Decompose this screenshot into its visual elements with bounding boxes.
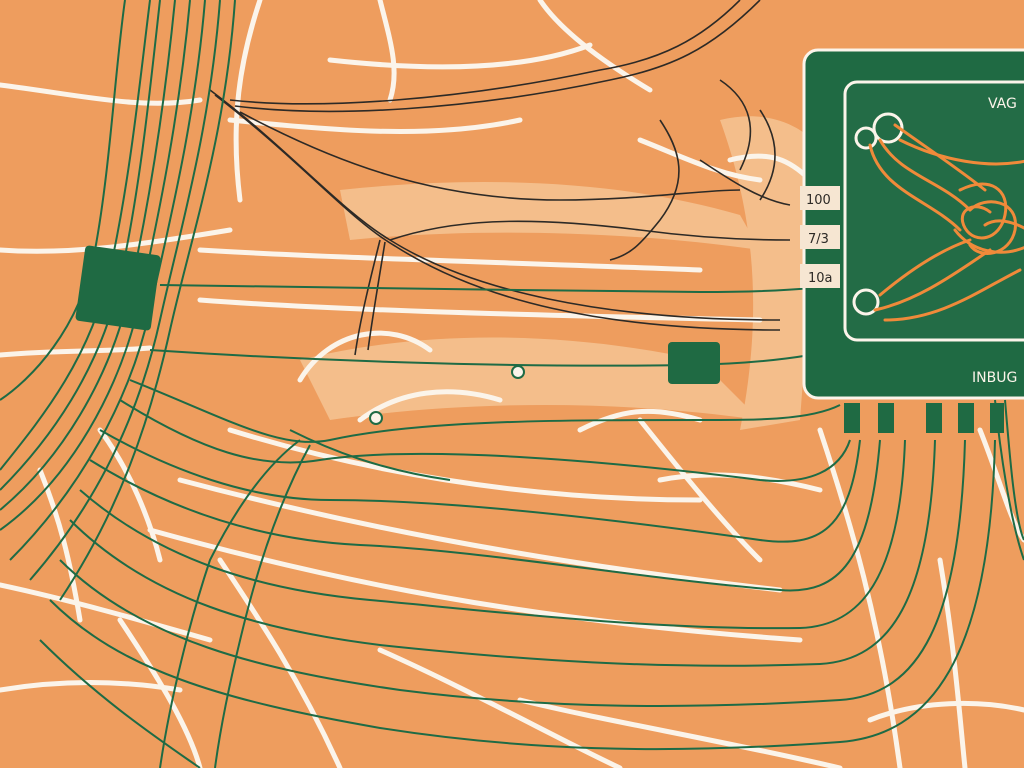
tick-label: 100 xyxy=(806,193,831,208)
panel-connector xyxy=(926,403,942,433)
panel-connector xyxy=(844,403,860,433)
control-panel: VAG INBUG 100 7/3 10a xyxy=(800,48,1024,433)
signal-knot xyxy=(852,112,1024,322)
tick-label-bg xyxy=(800,225,840,249)
tick-label-bg xyxy=(800,186,840,210)
connector-blocks xyxy=(75,245,720,425)
panel-footer: INBUG xyxy=(972,370,1017,386)
panel-connector xyxy=(990,403,1004,433)
panel-connector xyxy=(958,403,974,433)
panel-title: VAG xyxy=(988,96,1017,112)
connector-block-left xyxy=(75,245,161,331)
tick-label: 10a xyxy=(808,271,833,286)
tick-label-bg xyxy=(800,264,840,288)
pale-road-areas xyxy=(300,116,820,430)
dark-wire-bundle xyxy=(209,0,791,356)
connector-block-mid xyxy=(668,342,720,384)
green-wire-bundle-lower xyxy=(39,284,1024,768)
tick-label: 7/3 xyxy=(808,232,829,247)
panel-connector xyxy=(878,403,894,433)
junction-node xyxy=(511,365,525,379)
junction-node xyxy=(369,411,383,425)
